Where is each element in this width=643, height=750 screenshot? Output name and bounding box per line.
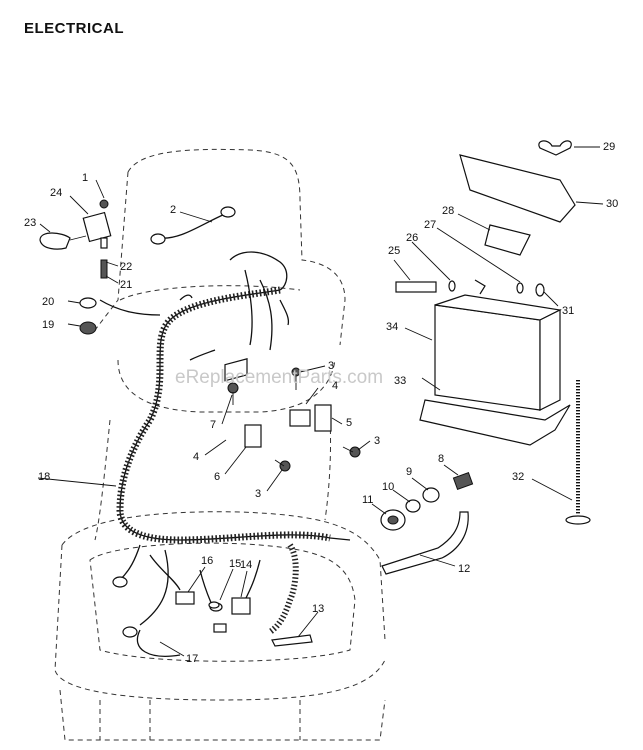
callout-29: 29: [603, 141, 615, 153]
callout-25: 25: [388, 245, 400, 257]
callout-11: 11: [362, 494, 373, 506]
callout-24: 24: [50, 187, 62, 199]
callout-labels: 1 2 3 3 3 3 4 4 5 6 7 8 9 10 11 12 13 14…: [24, 141, 618, 665]
diagram-title: ELECTRICAL: [24, 20, 124, 37]
callout-20: 20: [42, 296, 54, 308]
callout-23: 23: [24, 217, 36, 229]
callout-33: 33: [394, 375, 406, 387]
callout-15: 15: [229, 558, 241, 570]
callout-3: 3: [328, 360, 334, 372]
callout-31: 31: [562, 305, 574, 317]
callout-7: 7: [210, 419, 216, 431]
callout-28: 28: [442, 205, 454, 217]
callout-16: 16: [201, 555, 213, 567]
callout-5: 5: [346, 417, 352, 429]
watermark-text: eReplacementParts.com: [175, 367, 383, 388]
callout-3: 3: [255, 488, 261, 500]
callout-18: 18: [38, 471, 50, 483]
callout-17: 17: [186, 653, 198, 665]
callout-3: 3: [374, 435, 380, 447]
lower-parts: [112, 576, 313, 647]
callout-10: 10: [382, 481, 394, 493]
tractor-outline: [54, 148, 386, 741]
callout-4: 4: [332, 380, 338, 392]
callout-26: 26: [406, 232, 418, 244]
callout-14: 14: [240, 559, 252, 571]
callout-30: 30: [606, 198, 618, 210]
callout-6: 6: [214, 471, 220, 483]
fuse-assembly: [39, 199, 112, 335]
callout-32: 32: [512, 471, 524, 483]
callout-34: 34: [386, 321, 398, 333]
callout-9: 9: [406, 466, 412, 478]
callout-1: 1: [82, 172, 88, 184]
ignition-parts: [380, 471, 474, 575]
leader-lines: [37, 146, 604, 657]
callout-2: 2: [170, 204, 176, 216]
callout-12: 12: [458, 563, 470, 575]
callout-27: 27: [424, 219, 436, 231]
battery-assembly: [395, 140, 591, 525]
ground-wire-2: [150, 206, 236, 245]
callout-4: 4: [193, 451, 199, 463]
callout-8: 8: [438, 453, 444, 465]
callout-13: 13: [312, 603, 324, 615]
callout-22: 22: [120, 261, 132, 273]
wire-harness-18: [99, 251, 351, 657]
callout-21: 21: [120, 279, 132, 291]
callout-19: 19: [42, 319, 54, 331]
switch-parts: [224, 358, 361, 472]
